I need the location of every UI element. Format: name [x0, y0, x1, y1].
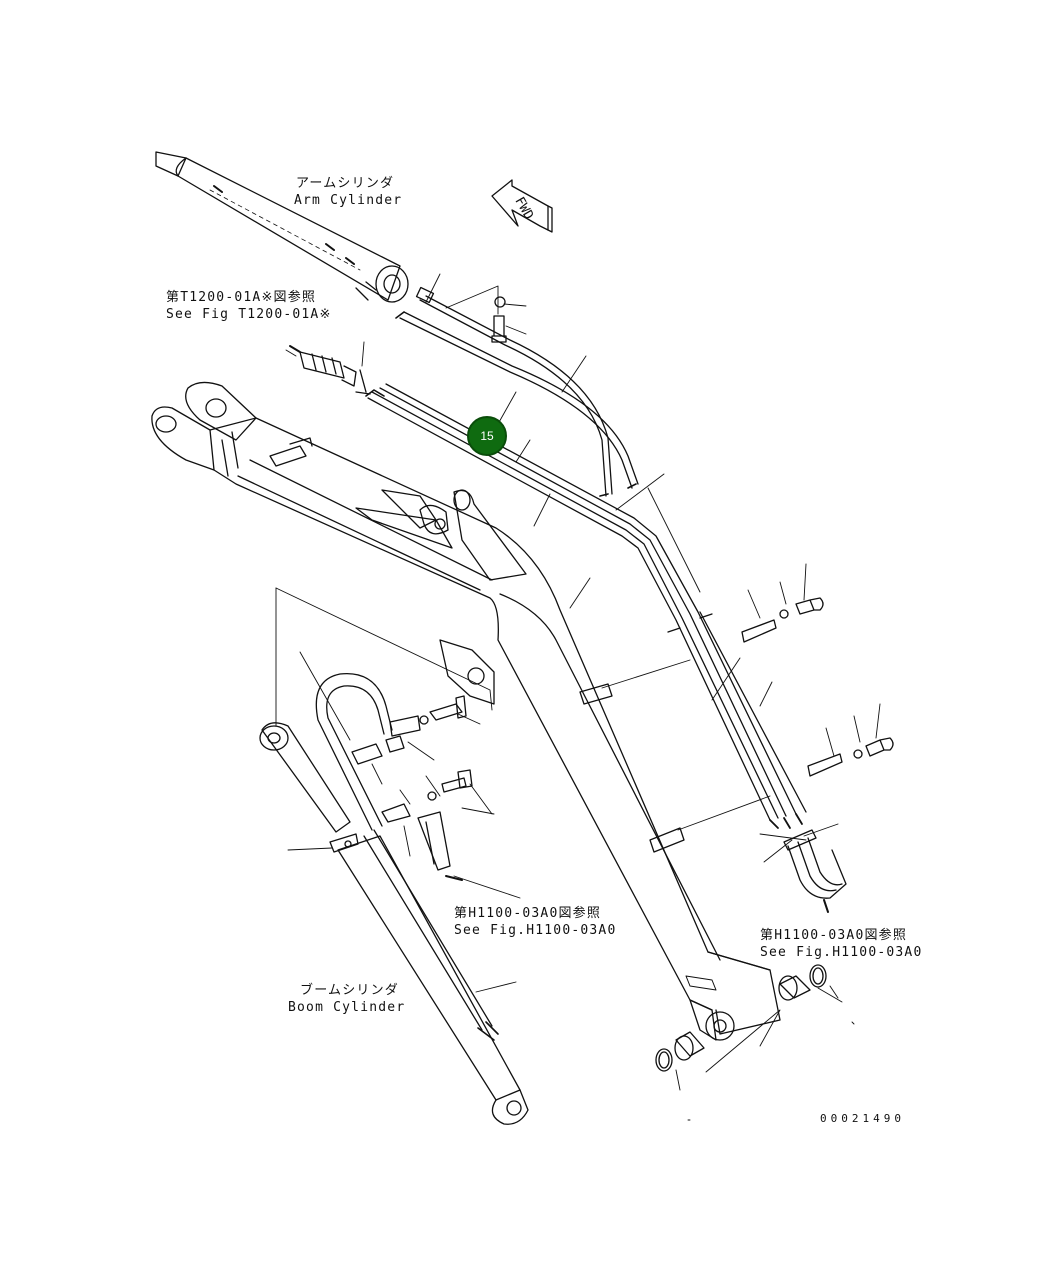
- drawing-number: 00021490: [820, 1112, 905, 1125]
- boom-cylinder-hoses: [315, 672, 499, 1041]
- boom-cylinder-label-en: Boom Cylinder: [288, 1000, 406, 1015]
- ref-h1100-right-label-jp: 第H1100-03A0図参照: [760, 928, 908, 943]
- ref-t1200-label-en: See Fig T1200-01A※: [166, 307, 332, 322]
- ref-t1200-label-jp: 第T1200-01A※図参照: [166, 290, 317, 305]
- boom-cylinder: [259, 722, 529, 1125]
- arm-cylinder-label-jp: アームシリンダ: [296, 176, 395, 191]
- hose-ends-right: [783, 829, 847, 913]
- fwd-arrow: [491, 179, 553, 233]
- upper-pipes: [395, 286, 639, 497]
- part-callout-15[interactable]: 15: [467, 416, 507, 456]
- arm-cylinder: [155, 151, 409, 303]
- arm-cylinder-label-en: Arm Cylinder: [294, 193, 403, 208]
- bushings: [655, 964, 827, 1072]
- fittings-top: [289, 296, 507, 395]
- ref-h1100-right-label-en: See Fig.H1100-03A0: [760, 945, 923, 960]
- ref-h1100-center-label-jp: 第H1100-03A0図参照: [454, 906, 602, 921]
- clamps-right: [741, 597, 894, 777]
- ref-h1100-center-label-en: See Fig.H1100-03A0: [454, 923, 617, 938]
- boom-structure: [151, 381, 781, 1041]
- arm-pipe-bundle: [365, 383, 807, 829]
- leader-lines: [275, 273, 881, 1121]
- boom-cylinder-label-jp: ブームシリンダ: [300, 983, 400, 998]
